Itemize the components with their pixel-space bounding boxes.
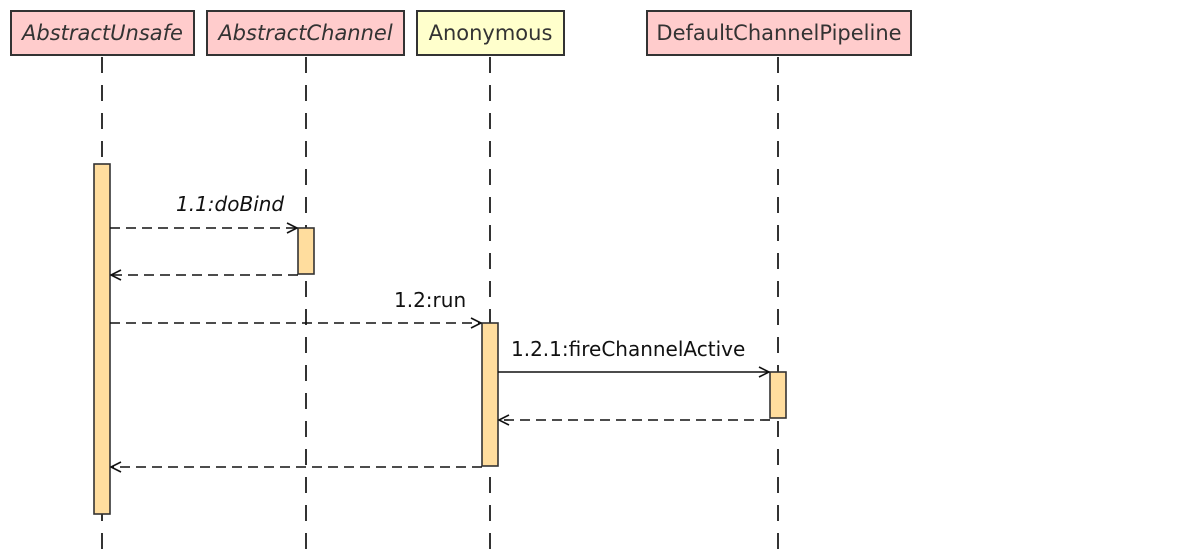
lifeline-header-abstract-channel[interactable]: AbstractChannel — [206, 10, 405, 56]
lifeline-label: AbstractChannel — [218, 21, 393, 45]
activation-default-channel-pipeline — [769, 371, 787, 419]
lifeline-label: Anonymous — [428, 21, 553, 45]
activation-anonymous — [481, 322, 499, 467]
activation-abstract-channel — [297, 227, 315, 275]
activation-abstract-unsafe — [93, 163, 111, 515]
message-label-fire-channel-active: 1.2.1:fireChannelActive — [511, 337, 746, 361]
lifeline-label: DefaultChannelPipeline — [656, 21, 902, 45]
message-label-dobind: 1.1:doBind — [176, 192, 285, 216]
lifeline-header-anonymous[interactable]: Anonymous — [416, 10, 565, 56]
lifeline-label: AbstractUnsafe — [22, 21, 183, 45]
lifeline-header-default-channel-pipeline[interactable]: DefaultChannelPipeline — [646, 10, 912, 56]
message-label-run: 1.2:run — [394, 288, 467, 312]
lifeline-header-abstract-unsafe[interactable]: AbstractUnsafe — [10, 10, 195, 56]
